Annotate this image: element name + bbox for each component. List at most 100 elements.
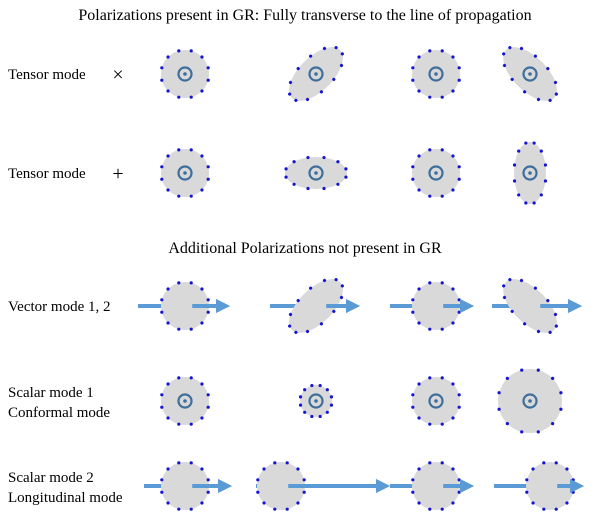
test-particle — [559, 407, 563, 411]
arrow-head — [376, 479, 390, 493]
test-particle — [457, 66, 461, 70]
test-particle — [325, 410, 329, 414]
test-particle — [512, 179, 517, 183]
test-particle-ring — [411, 281, 461, 331]
test-particle — [457, 165, 461, 169]
test-particle — [166, 382, 170, 386]
test-particle — [565, 501, 569, 505]
test-particle — [543, 179, 548, 183]
test-particle — [559, 391, 563, 395]
test-particle — [200, 287, 204, 291]
test-particle — [440, 194, 444, 198]
arrow-head — [216, 299, 230, 313]
test-particle — [440, 376, 444, 380]
test-particle — [288, 324, 292, 328]
test-particle — [189, 148, 193, 152]
arrow-head — [460, 479, 474, 493]
test-particle — [428, 376, 432, 380]
test-particle — [302, 478, 306, 482]
test-particle — [339, 63, 344, 68]
test-particle — [319, 322, 323, 326]
test-particle — [457, 490, 461, 494]
test-particle — [505, 422, 509, 426]
test-particle — [160, 310, 164, 314]
test-particle-ring — [160, 461, 210, 511]
propagation-dot-center — [434, 171, 438, 175]
test-particle — [554, 507, 558, 511]
test-particle — [411, 393, 415, 397]
test-particle — [457, 405, 461, 409]
test-particle — [551, 376, 555, 380]
test-particle — [440, 148, 444, 152]
test-particle — [332, 77, 336, 81]
test-particle — [533, 286, 537, 290]
test-particle-ring — [256, 461, 306, 511]
test-particle — [200, 416, 204, 420]
test-particle — [417, 382, 421, 386]
test-particle — [160, 490, 164, 494]
ring-shape — [257, 462, 305, 510]
test-particle — [519, 46, 524, 51]
test-particle — [329, 403, 334, 407]
test-particle — [417, 501, 421, 505]
test-particle — [294, 98, 298, 102]
test-particle — [166, 321, 170, 325]
test-particle — [524, 141, 528, 145]
test-particle — [344, 167, 348, 171]
test-particle — [339, 295, 344, 300]
test-particle — [525, 490, 529, 494]
test-particle — [166, 416, 170, 420]
row-label: Vector mode 1, 2 — [8, 299, 110, 315]
row-tensor-cross: Tensor mode × — [8, 46, 558, 102]
row-tensor-plus: Tensor mode+ — [8, 141, 548, 205]
test-particle — [200, 501, 204, 505]
test-particle — [533, 54, 537, 58]
test-particle — [206, 66, 210, 70]
test-particle — [160, 393, 164, 397]
test-particle — [303, 388, 307, 392]
arrow-head — [460, 299, 474, 313]
test-particle — [296, 467, 300, 471]
test-particle — [298, 395, 303, 399]
test-particle — [417, 467, 421, 471]
test-particle — [336, 160, 340, 164]
test-particle — [177, 376, 181, 380]
test-particle — [411, 490, 415, 494]
test-particle — [294, 330, 298, 334]
test-particle — [160, 405, 164, 409]
test-particle — [542, 461, 546, 465]
propagation-out-of-page-icon — [308, 165, 324, 181]
test-particle — [417, 188, 421, 192]
propagation-out-of-page-icon — [308, 66, 324, 82]
row-vector: Vector mode 1, 2 — [8, 278, 582, 334]
test-particle — [332, 309, 336, 313]
test-particle — [531, 467, 535, 471]
title-gr-polarizations: Polarizations present in GR: Fully trans… — [78, 7, 531, 24]
test-particle — [189, 327, 193, 331]
test-particle — [288, 80, 293, 85]
test-particle — [428, 148, 432, 152]
test-particle — [457, 310, 461, 314]
propagation-out-of-page-icon — [428, 165, 444, 181]
polarization-rows: Tensor mode × Tensor mode+ Vector mode 1, 2… — [8, 46, 584, 511]
propagation-out-of-page-icon — [177, 66, 193, 82]
test-particle — [318, 414, 322, 419]
propagation-out-of-page-icon — [522, 393, 538, 409]
test-particle — [322, 278, 327, 283]
test-particle — [508, 278, 512, 282]
test-particle — [344, 175, 348, 179]
test-particle — [451, 287, 455, 291]
polarization-symbol: × — [112, 64, 123, 86]
test-particle — [189, 49, 193, 53]
test-particle — [512, 163, 517, 167]
test-particle — [288, 312, 293, 317]
row-label-line: Tensor mode — [8, 67, 86, 83]
ring-shape — [161, 282, 209, 330]
test-particle — [417, 287, 421, 291]
test-particle — [543, 163, 548, 167]
test-particle — [428, 461, 432, 465]
test-particle — [273, 461, 277, 465]
test-particle — [200, 188, 204, 192]
propagation-out-of-page-icon — [177, 165, 193, 181]
